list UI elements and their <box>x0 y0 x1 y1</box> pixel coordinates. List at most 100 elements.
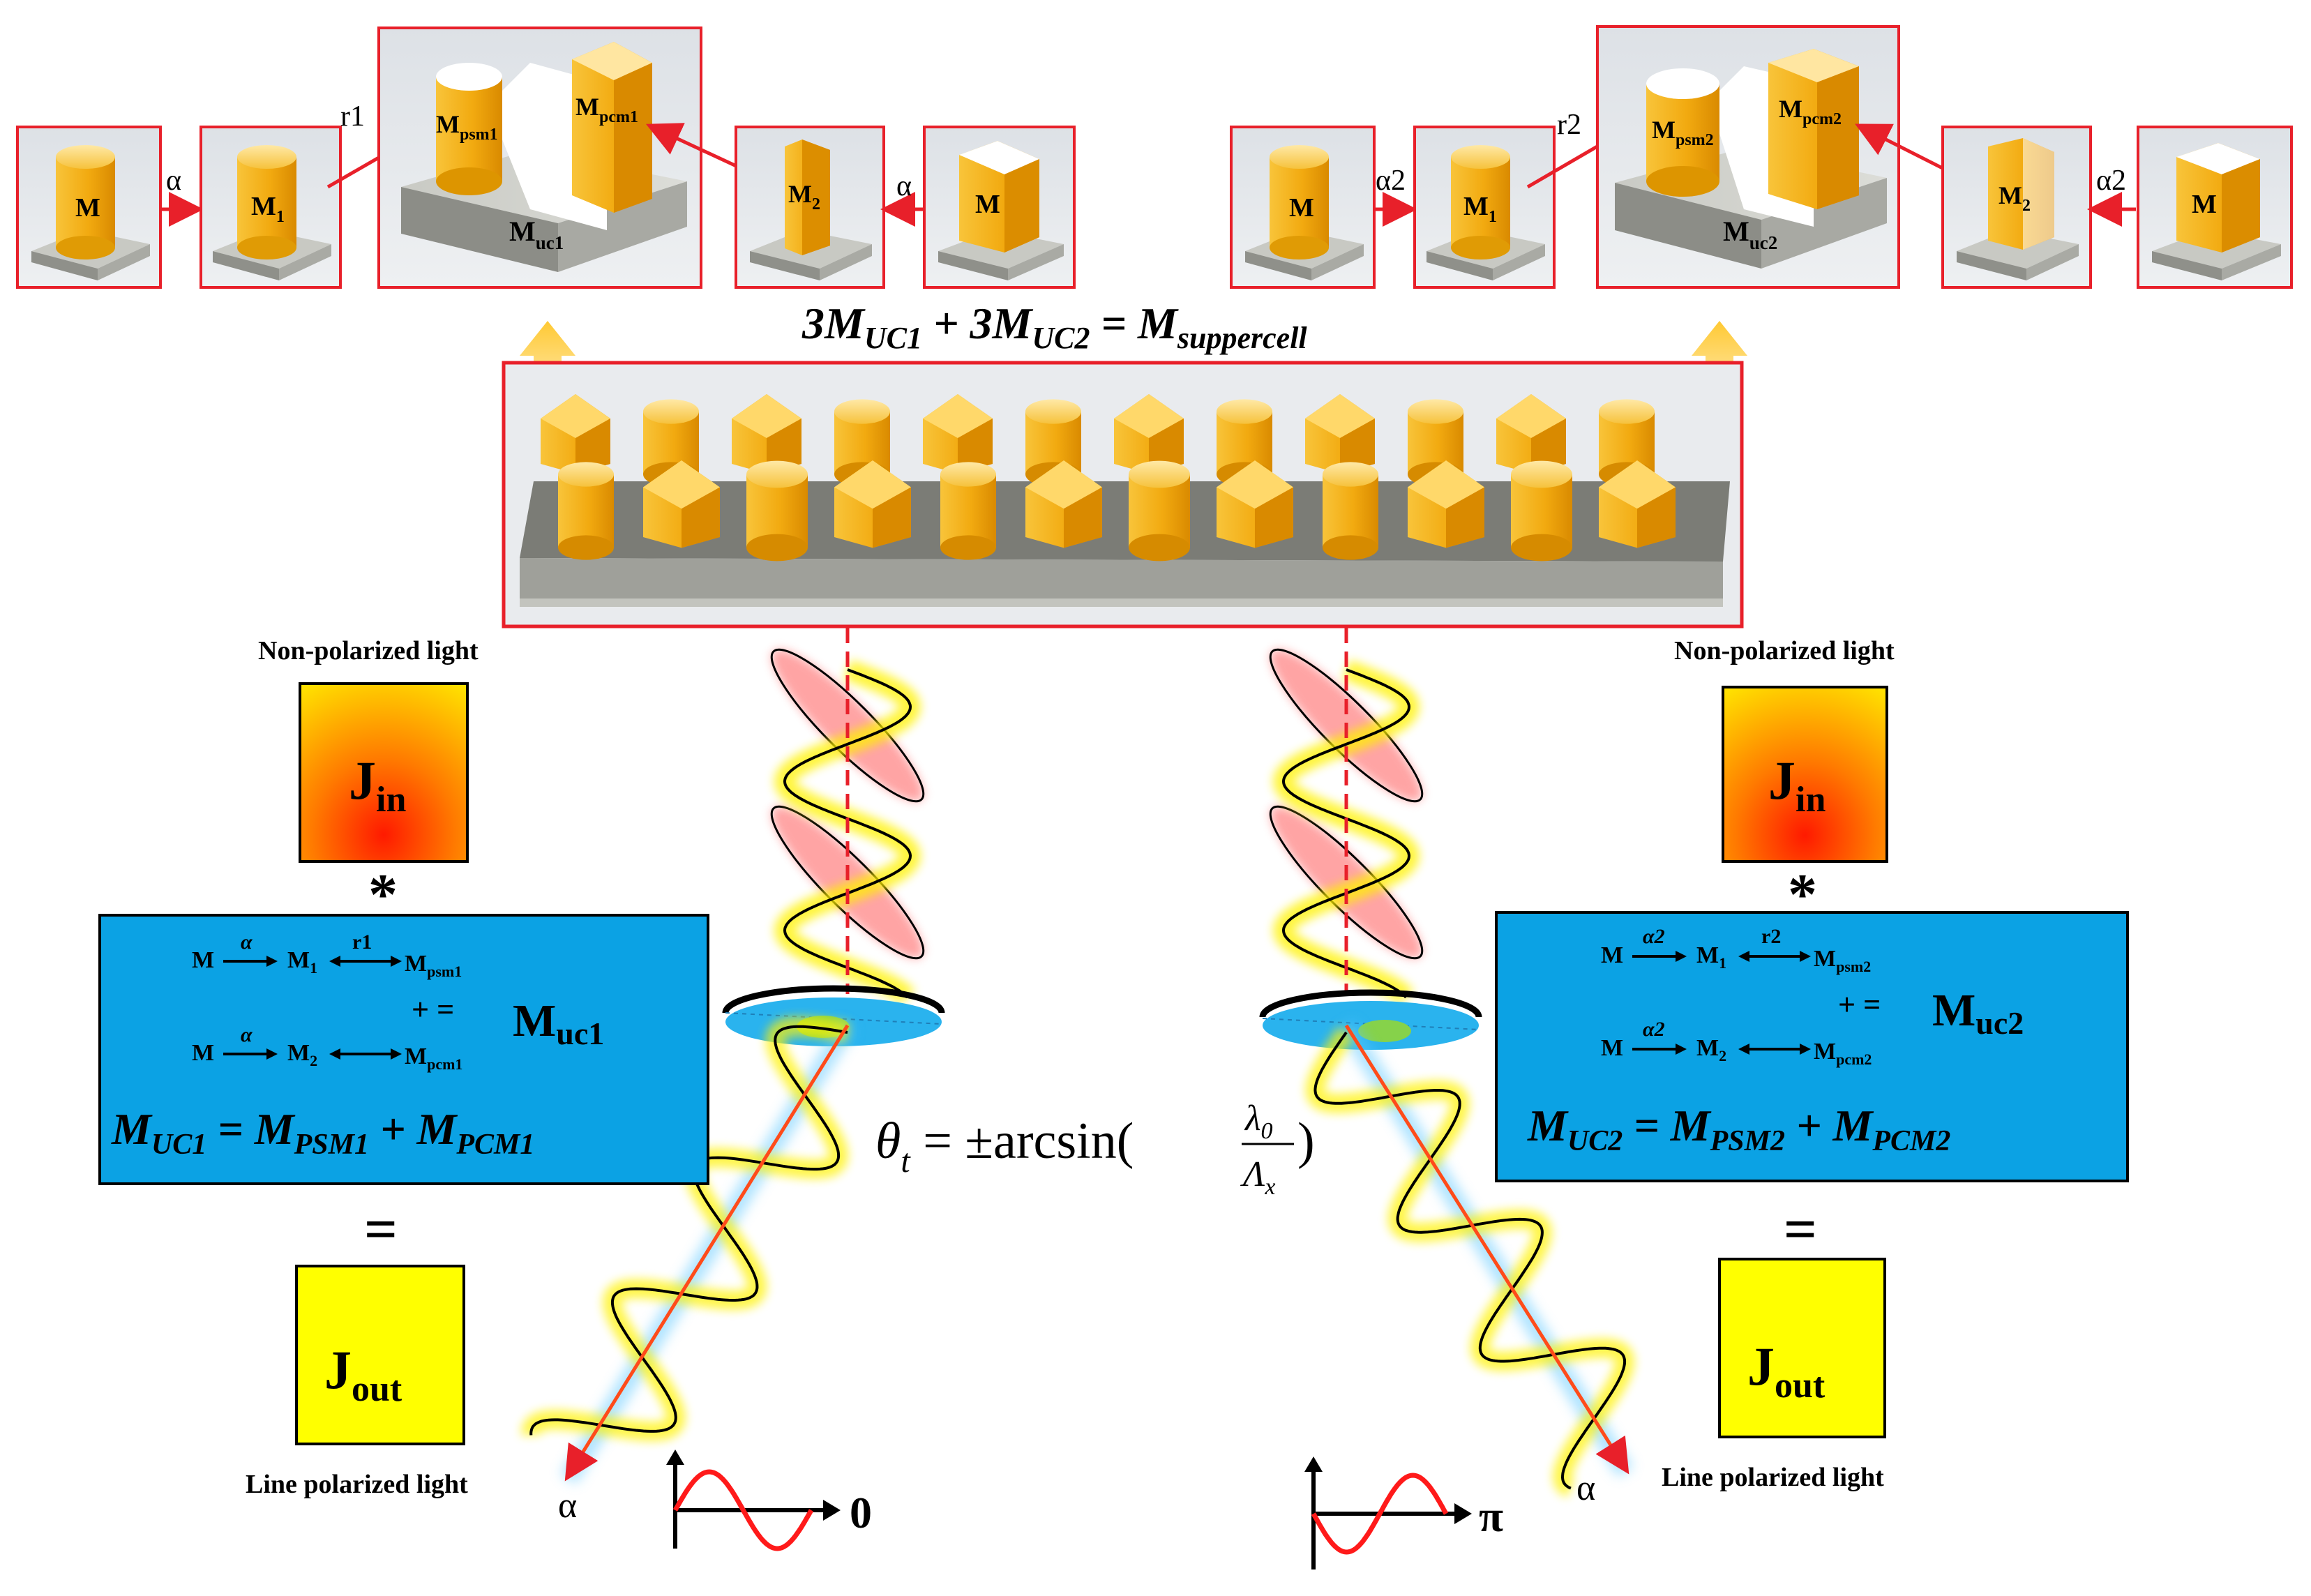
svg-text:M1: M1 <box>251 192 285 226</box>
tile-label-sub: 1 <box>276 208 285 226</box>
box-arrow-label: α <box>241 1023 253 1046</box>
box-arrow-label: α <box>241 931 253 954</box>
output-angle-left: α <box>558 1486 577 1526</box>
eq-term: 3M <box>801 299 866 348</box>
tile-m2-left: M2 <box>735 126 885 289</box>
eq-op: + <box>922 299 970 348</box>
right-panel: Non-polarized light Jin * M α2 M1 r2 Mps… <box>1495 636 2129 1492</box>
box-term: M <box>1601 942 1623 968</box>
arrow-label-alpha: α <box>166 165 181 197</box>
pcm-sub: pcm2 <box>1802 110 1842 128</box>
svg-text:M: M <box>1601 1035 1623 1061</box>
tile-uc2: Mpsm2 Mpcm2 Muc2 <box>1596 25 1900 289</box>
formula-term: M <box>111 1104 153 1154</box>
formula-sub: PCM1 <box>456 1129 534 1161</box>
beams <box>521 628 1635 1498</box>
box-plus-eq: + = <box>1838 988 1881 1022</box>
output-label: Line polarized light <box>246 1470 468 1499</box>
formula-term: + M <box>1785 1101 1874 1150</box>
box-sub: 1 <box>1719 954 1726 972</box>
jout-box <box>1718 1258 1886 1438</box>
svg-text:Muc1: Muc1 <box>513 995 604 1051</box>
svg-text:Mpcm2: Mpcm2 <box>1779 95 1842 128</box>
center-formula: θt = ±arcsin( λ0 Λx ) <box>875 1099 1315 1200</box>
tile-m-right: M <box>1230 126 1376 289</box>
formula-rhs: = ±arcsin( <box>910 1113 1134 1170</box>
supercell-pillars <box>541 394 1676 562</box>
box-term: M <box>1814 946 1836 972</box>
left-panel: Non-polarized light Jin * M α M1 r1 Mpsm… <box>98 636 709 1499</box>
eq-sub: UC2 <box>1032 321 1090 355</box>
box-muc: M <box>513 995 556 1046</box>
arrow-label-r: r2 <box>1557 109 1581 141</box>
box-arrow-label: α2 <box>1643 925 1665 948</box>
arrow-label-alpha: α <box>896 170 912 202</box>
output-beam-right <box>1344 1024 1629 1475</box>
svg-text:Mpsm1: Mpsm1 <box>436 110 498 144</box>
tile-m-end-left: M <box>923 126 1076 289</box>
svg-text:Mpcm1: Mpcm1 <box>575 93 638 126</box>
box-arrow-label: α2 <box>1643 1018 1665 1041</box>
tile-label: M <box>2192 190 2217 219</box>
svg-text:M2: M2 <box>788 180 820 213</box>
box-term: M <box>1814 1039 1836 1064</box>
formula-sub: PSM2 <box>1710 1125 1785 1157</box>
formula-term: = M <box>206 1104 295 1154</box>
tile-label: M <box>1463 192 1489 221</box>
psm-sub: psm2 <box>1676 131 1714 149</box>
svg-text:M: M <box>192 947 214 973</box>
box-sub: pcm1 <box>427 1055 462 1073</box>
formula-term: + M <box>369 1104 458 1154</box>
formula-sub: PSM1 <box>294 1129 369 1161</box>
pcm-sub: pcm1 <box>599 108 638 126</box>
phase-plot-left: 0 <box>666 1450 872 1551</box>
box-muc-sub: uc2 <box>1975 1005 2024 1041</box>
tile-label: M <box>975 190 1000 219</box>
box-muc: M <box>1932 985 1975 1036</box>
svg-text:M: M <box>1601 942 1623 968</box>
formula-sub: 0 <box>1261 1118 1273 1144</box>
svg-text:Mpsm2: Mpsm2 <box>1652 116 1714 149</box>
box-arrow-label: r1 <box>352 931 372 954</box>
polarizer-disc-right <box>1259 989 1482 1050</box>
tile-uc1: Mpsm1 Mpcm1 Muc1 <box>377 27 702 289</box>
tile-label-sub: 1 <box>1489 208 1497 226</box>
input-label: Non-polarized light <box>1674 636 1895 665</box>
box-sub: psm1 <box>427 963 462 980</box>
phase-label-left: 0 <box>850 1488 872 1537</box>
supercell-equation: 3MUC1 + 3MUC2 = Msuppercell <box>801 299 1307 355</box>
eq-op: = <box>1090 299 1138 348</box>
box-term: M <box>1696 1035 1719 1061</box>
equals-sign: = <box>1784 1197 1817 1262</box>
box-arrow-label: r2 <box>1761 925 1781 948</box>
svg-text:M2: M2 <box>1696 1035 1726 1064</box>
svg-text:Λx: Λx <box>1240 1154 1276 1200</box>
box-sub: 1 <box>310 959 317 977</box>
input-label: Non-polarized light <box>258 636 479 665</box>
tile-m-end-right: M <box>2137 126 2293 289</box>
box-muc-sub: uc1 <box>556 1016 604 1051</box>
svg-text:Jout: Jout <box>324 1339 402 1409</box>
eq-term: 3M <box>970 299 1034 348</box>
output-angle-right: α <box>1576 1468 1595 1508</box>
svg-text:θt = ±arcsin(: θt = ±arcsin( <box>875 1113 1134 1180</box>
uc-sub: uc1 <box>536 232 564 253</box>
matrix-box-right <box>1495 911 2129 1182</box>
output-label: Line polarized light <box>1662 1463 1884 1492</box>
svg-text:Muc2: Muc2 <box>1932 985 2024 1041</box>
svg-text:M2: M2 <box>1998 181 2031 215</box>
phase-label-right: π <box>1479 1491 1503 1541</box>
svg-text:M1: M1 <box>287 947 317 977</box>
tile-label-sub: 2 <box>2022 197 2031 215</box>
top-right-chain: M α2 M1 r2 Mpsm2 M <box>1230 25 2293 289</box>
jout-label: J <box>1747 1336 1775 1396</box>
arrow-label-r: r1 <box>340 100 365 133</box>
svg-text:Mpcm1: Mpcm1 <box>405 1044 462 1073</box>
arrow-label-alpha: α2 <box>1376 165 1406 197</box>
svg-text:MUC1 = MPSM1 + MPCM1: MUC1 = MPSM1 + MPCM1 <box>111 1104 534 1161</box>
svg-text:MUC2 = MPSM2 + MPCM2: MUC2 = MPSM2 + MPCM2 <box>1527 1101 1950 1157</box>
jin-box <box>299 682 469 863</box>
phase-plot-right: π <box>1304 1456 1503 1569</box>
formula-term: = M <box>1623 1101 1711 1150</box>
pcm-label: M <box>1779 95 1802 123</box>
